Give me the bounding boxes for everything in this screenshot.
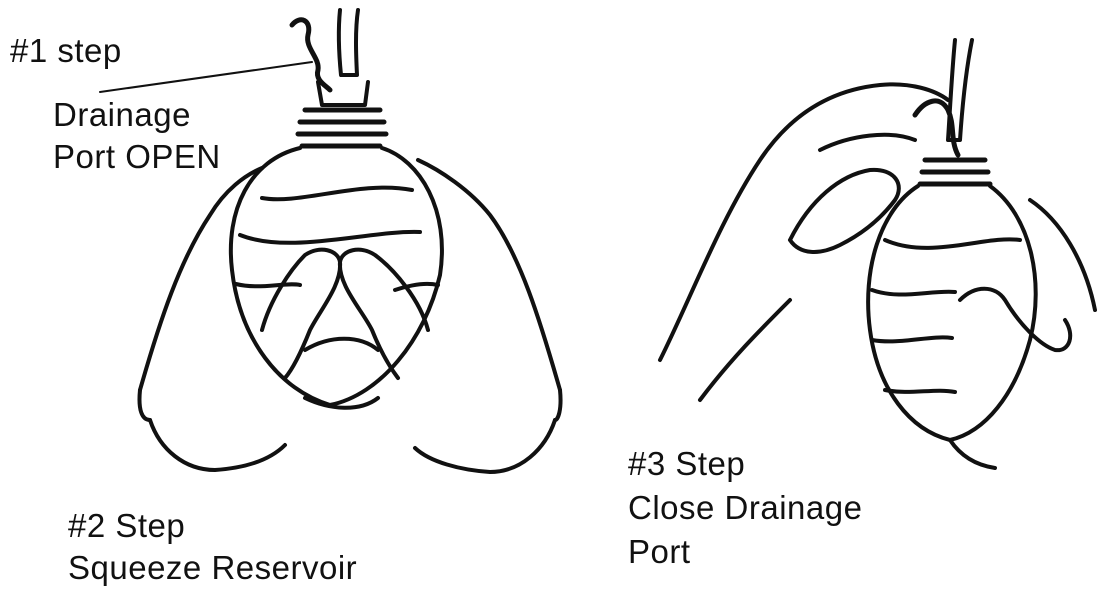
left-wrist-lines <box>139 390 560 420</box>
step1-line2: Port OPEN <box>53 136 221 178</box>
right-hand-back <box>700 300 790 400</box>
right-bulb-ridge-2 <box>872 290 955 295</box>
step1-line1: Drainage <box>53 94 221 136</box>
right-bulb <box>868 186 1036 440</box>
right-hand-thumb <box>820 135 915 150</box>
step3-label: #3 Step Close Drainage Port <box>628 442 862 574</box>
right-figure <box>660 40 1095 468</box>
left-bulb-ridge-5 <box>305 339 378 350</box>
left-hand-left-lower <box>150 420 285 470</box>
left-collar <box>298 110 386 146</box>
right-collar <box>920 160 990 184</box>
left-bulb-ridge-4 <box>395 284 438 290</box>
left-tube <box>339 10 358 75</box>
left-bulb-ridge-2 <box>240 232 420 243</box>
right-support-finger <box>960 289 1070 350</box>
step2-line1: Squeeze Reservoir <box>68 547 357 589</box>
right-support-hand <box>950 200 1095 468</box>
left-bulb-ridge-1 <box>262 188 412 200</box>
right-hand-finger <box>790 170 899 252</box>
left-port-cap <box>292 20 330 90</box>
right-bulb-ridge-1 <box>885 239 1020 248</box>
step3-title: #3 Step <box>628 442 862 486</box>
left-hand-left <box>140 168 262 390</box>
step1-title: #1 step <box>10 30 221 72</box>
step3-line2: Port <box>628 530 862 574</box>
step1-label: #1 step Drainage Port OPEN <box>10 30 221 178</box>
left-hand-right-lower <box>415 420 555 472</box>
left-hand-left-fingers <box>262 250 340 378</box>
step2-label: #2 Step Squeeze Reservoir <box>68 505 357 589</box>
step2-title: #2 Step <box>68 505 357 547</box>
right-bulb-ridge-4 <box>885 390 955 392</box>
left-hand-right-fingers <box>340 250 428 378</box>
right-bulb-ridge-3 <box>872 337 952 341</box>
step3-line1: Close Drainage <box>628 486 862 530</box>
right-hand-top <box>660 84 948 360</box>
left-bulb-ridge-3 <box>236 284 300 286</box>
